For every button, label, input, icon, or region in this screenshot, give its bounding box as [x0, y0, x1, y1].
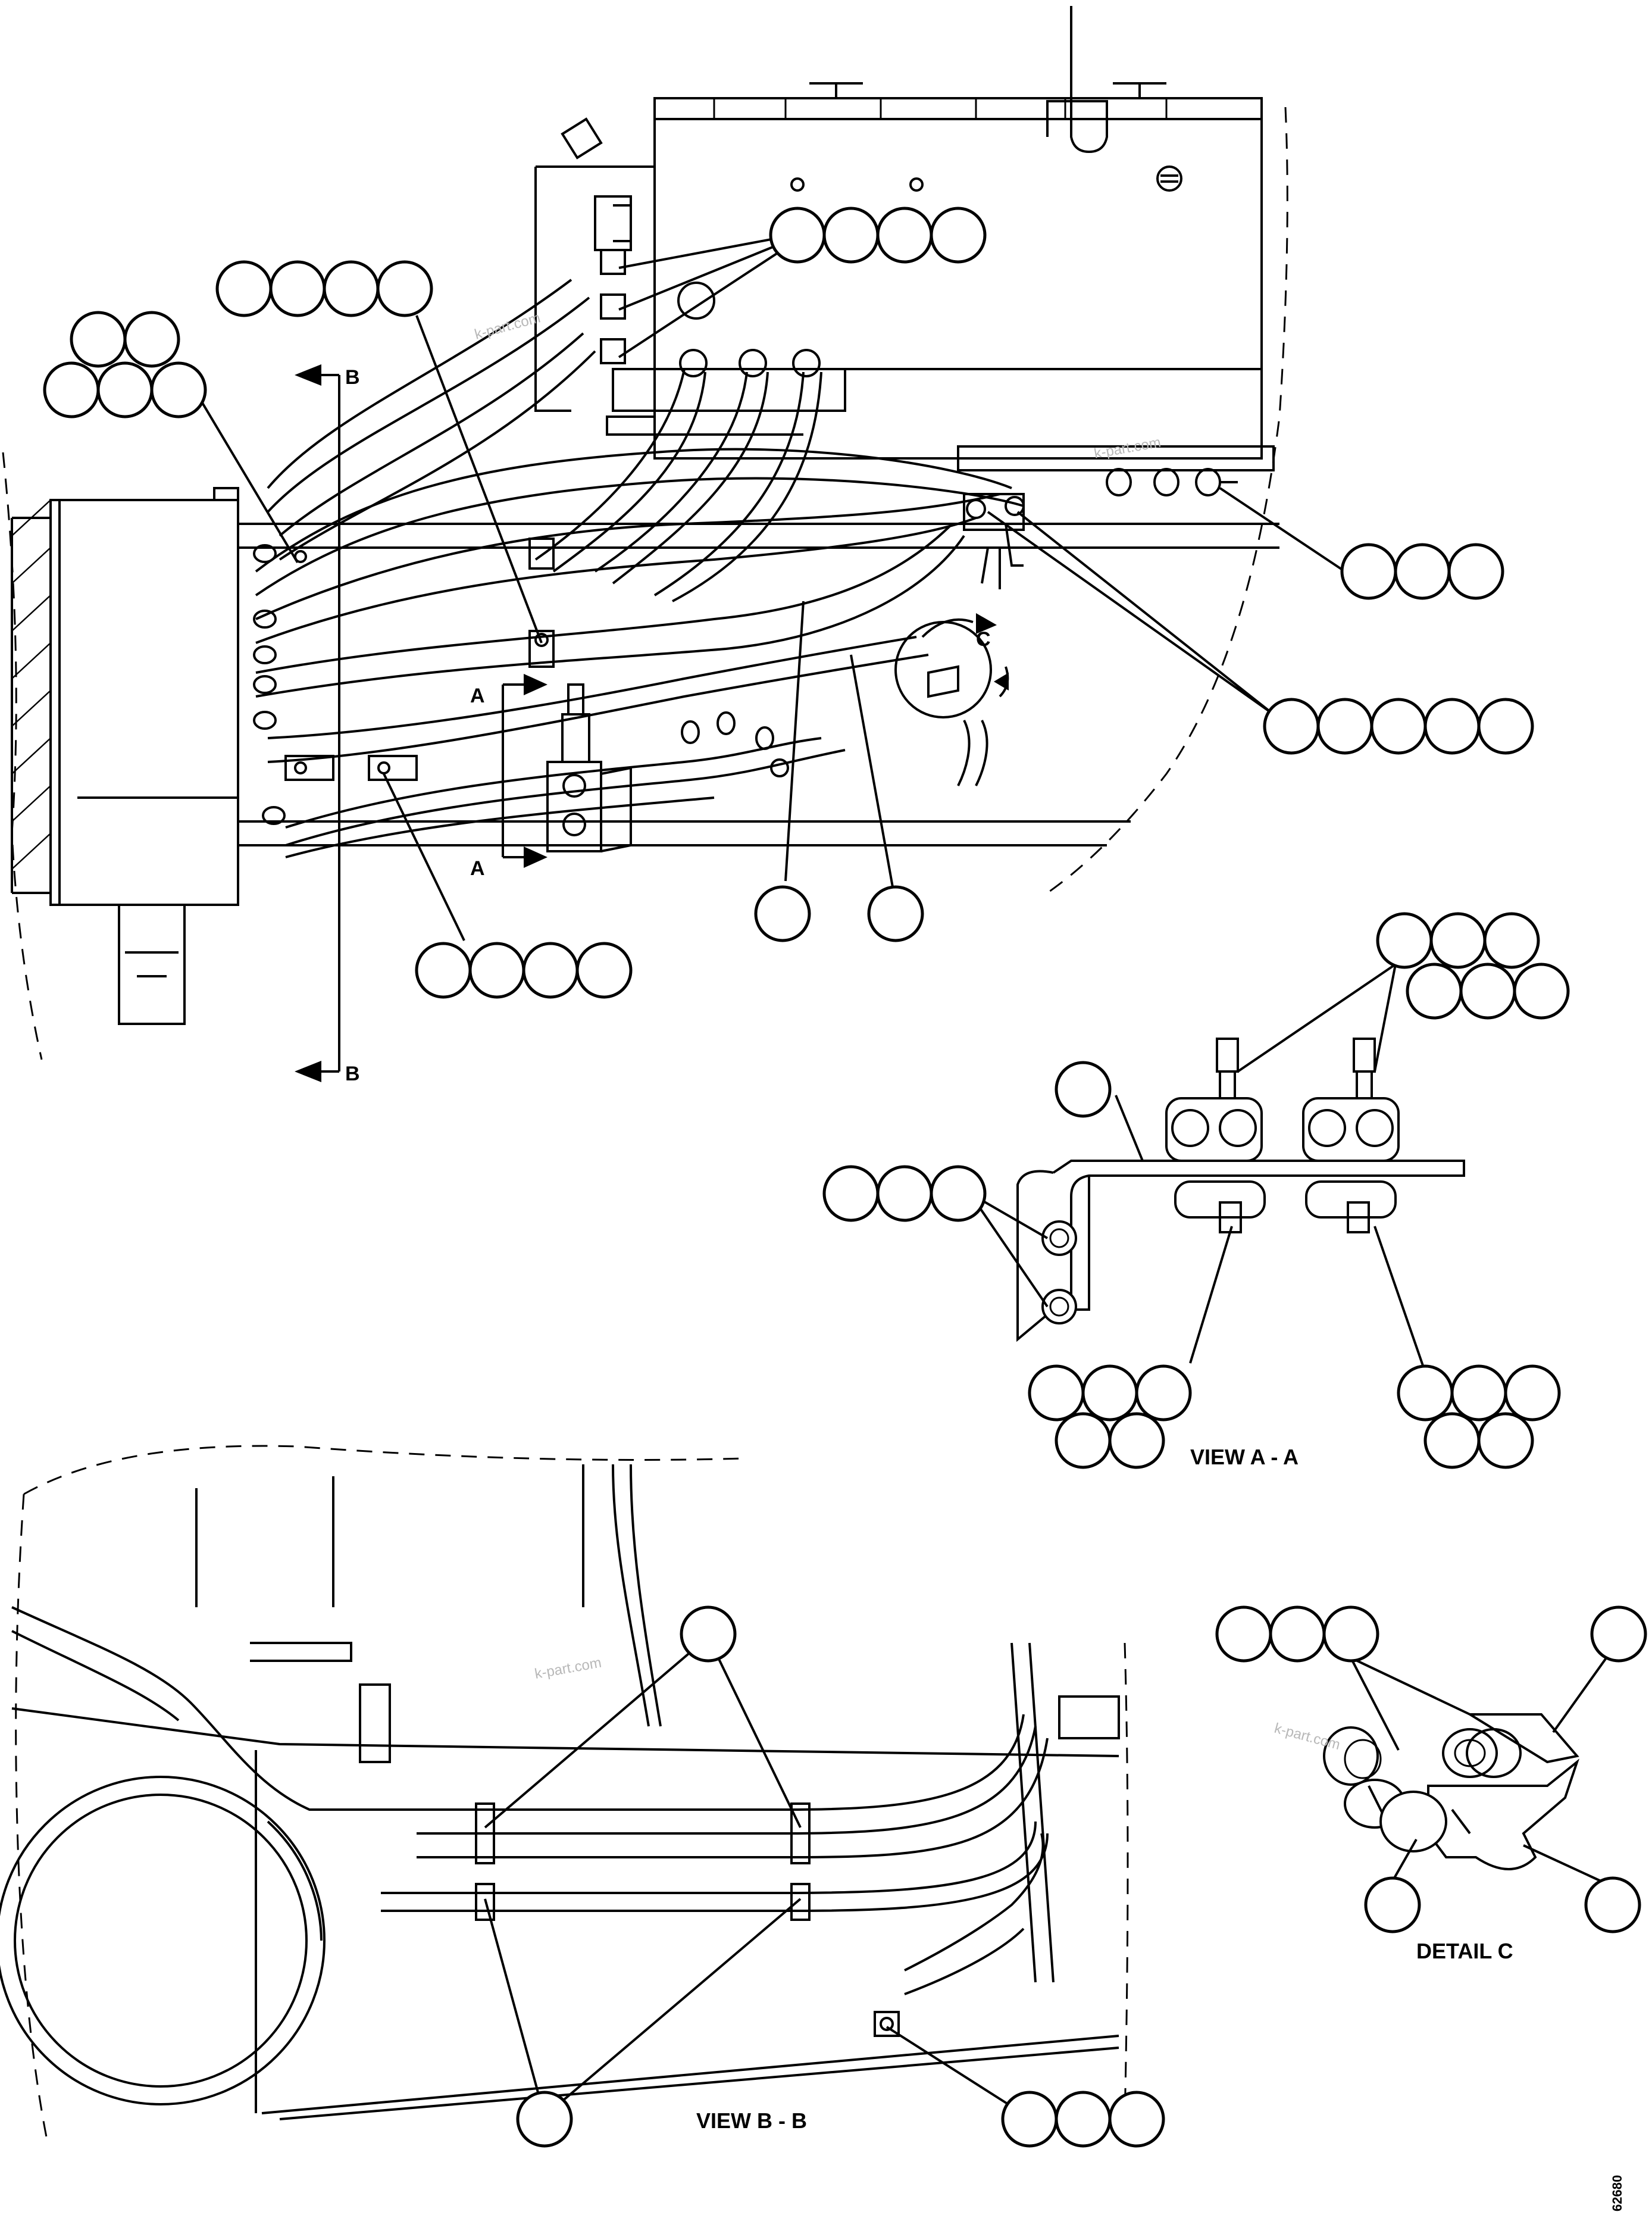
view-b-b-title: VIEW B - B — [696, 2108, 807, 2133]
section-b-label-bottom: B — [345, 1063, 360, 1085]
main-view: B B A A C — [2, 6, 1534, 1085]
section-a-label-bottom: A — [470, 857, 485, 880]
watermark-3: k-part.com — [533, 1655, 602, 1682]
view-b-b: VIEW B - B — [0, 1445, 1165, 2148]
detail-c-marker-label: C — [976, 628, 991, 651]
section-a-label-top: A — [470, 685, 485, 707]
drawing-number: 62680 — [1610, 2175, 1625, 2211]
watermark-4: k-part.com — [1272, 1720, 1341, 1753]
section-b-cut-line — [295, 364, 340, 1082]
view-a-a: VIEW A - A — [822, 912, 1570, 1469]
control-box — [534, 6, 1275, 496]
leader-lines-main — [195, 231, 1346, 941]
frame-rail — [11, 487, 1279, 1025]
break-line-left — [2, 452, 43, 1060]
hose-bundle — [253, 279, 1025, 858]
detail-c: DETAIL C — [1215, 1605, 1647, 1963]
break-line-right — [1047, 107, 1288, 894]
detail-c-title: DETAIL C — [1416, 1939, 1513, 1963]
section-b-label-top: B — [345, 366, 360, 389]
section-a-cut-line — [502, 674, 547, 868]
watermark-1: k-part.com — [473, 310, 542, 342]
callout-balloons-main — [43, 207, 1534, 999]
view-a-a-title: VIEW A - A — [1190, 1445, 1299, 1469]
